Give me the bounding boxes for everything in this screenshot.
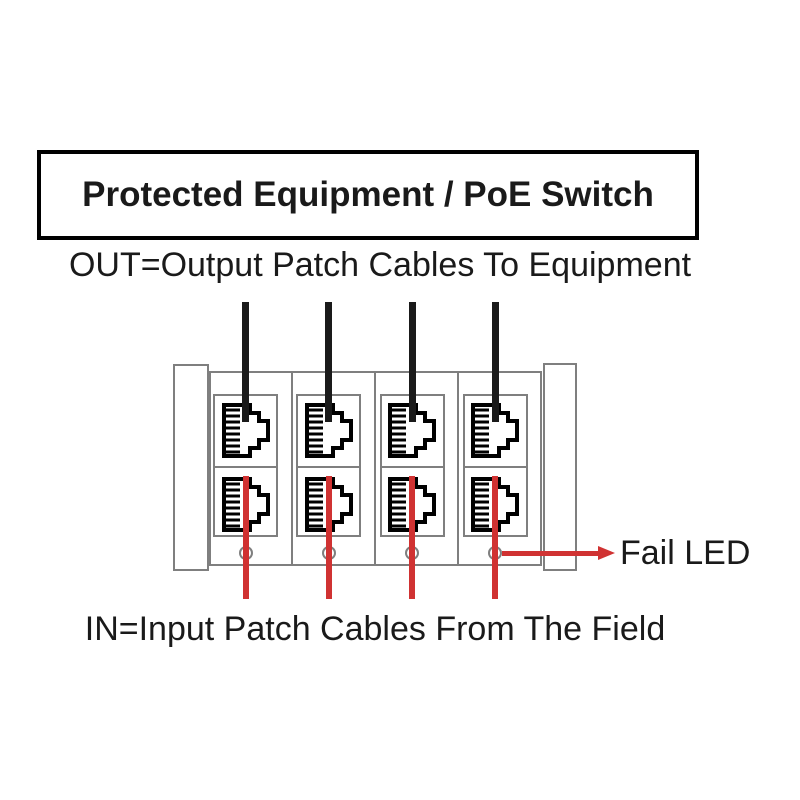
out-cable-3 xyxy=(408,302,416,422)
arrow-right-icon-line xyxy=(502,551,600,556)
bezel-divider xyxy=(298,465,359,468)
protected-equipment-label: Protected Equipment / PoE Switch xyxy=(82,175,654,214)
fail-led-caption: Fail LED xyxy=(620,534,751,572)
bezel-divider xyxy=(381,465,443,468)
rj45-port-icon-in-2 xyxy=(304,477,353,532)
module-divider xyxy=(373,373,376,564)
arrow-right-icon-head xyxy=(598,546,615,560)
out-cable-4 xyxy=(491,302,499,422)
module-divider xyxy=(457,373,459,564)
module-divider xyxy=(290,373,293,564)
out-cable-1 xyxy=(242,302,249,422)
in-cable-4 xyxy=(492,476,498,599)
mounting-flange-left xyxy=(173,364,209,571)
bezel-divider xyxy=(464,465,526,468)
in-cable-3 xyxy=(409,476,415,599)
bezel-divider xyxy=(215,465,276,468)
rj45-port-icon-out-4 xyxy=(471,403,519,458)
rj45-port-icon-out-1 xyxy=(221,403,270,458)
mounting-flange-right xyxy=(543,363,577,571)
out-cable-2 xyxy=(325,302,332,422)
in-cable-1 xyxy=(242,476,249,599)
in-cable-2 xyxy=(325,476,332,599)
protected-equipment-box: Protected Equipment / PoE Switch xyxy=(37,150,699,240)
in-caption: IN=Input Patch Cables From The Field xyxy=(84,610,666,648)
out-caption: OUT=Output Patch Cables To Equipment xyxy=(68,246,692,284)
rj45-port-icon-out-2 xyxy=(304,403,353,458)
rj45-port-icon-out-3 xyxy=(388,403,436,458)
